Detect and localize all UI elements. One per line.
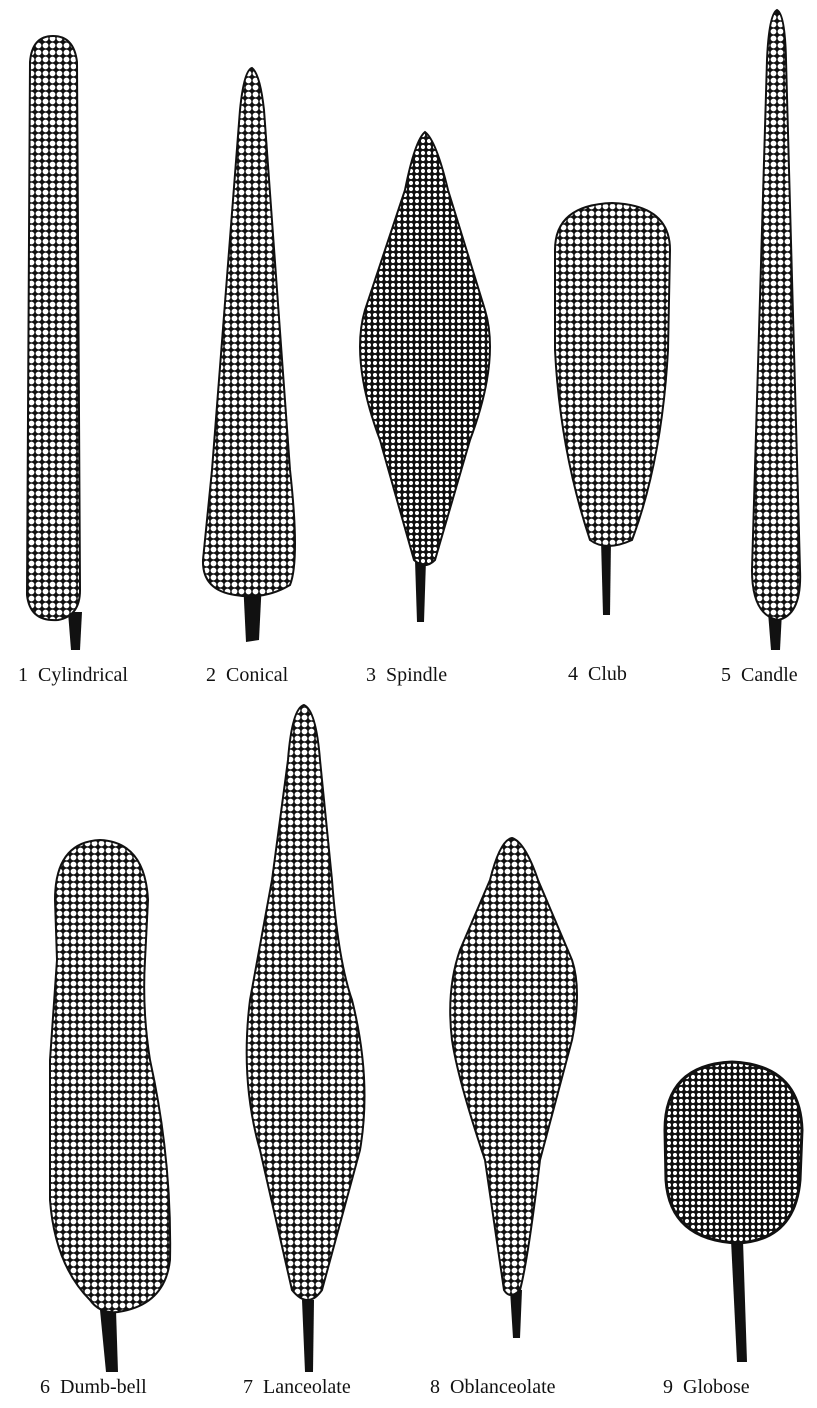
label-cylindrical: 1 Cylindrical bbox=[18, 663, 128, 687]
spadix-oblanceolate bbox=[450, 838, 577, 1338]
spadix-body bbox=[360, 132, 490, 565]
stalk bbox=[100, 1310, 118, 1372]
spadix-dumb-bell bbox=[50, 840, 170, 1372]
specimen-name: Dumb-bell bbox=[60, 1376, 147, 1398]
spadix-body bbox=[450, 838, 577, 1295]
specimen-name: Lanceolate bbox=[263, 1376, 351, 1398]
spadix-body bbox=[203, 68, 295, 596]
spadix-club bbox=[555, 203, 670, 615]
specimen-name: Cylindrical bbox=[38, 664, 128, 686]
specimen-name: Club bbox=[588, 663, 627, 685]
specimen-name: Globose bbox=[683, 1376, 750, 1398]
stalk bbox=[510, 1290, 522, 1338]
specimen-number: 8 bbox=[430, 1376, 440, 1398]
spadix-spindle bbox=[360, 132, 490, 622]
spadix-conical bbox=[203, 68, 295, 642]
specimen-name: Conical bbox=[226, 664, 288, 686]
spadix-body bbox=[555, 203, 670, 546]
spadix-body bbox=[27, 36, 80, 620]
label-globose: 9 Globose bbox=[663, 1375, 750, 1399]
label-dumb-bell: 6 Dumb-bell bbox=[40, 1375, 147, 1399]
spadix-body bbox=[665, 1062, 802, 1243]
specimen-number: 9 bbox=[663, 1376, 673, 1398]
specimen-number: 5 bbox=[721, 664, 731, 686]
label-conical: 2 Conical bbox=[206, 663, 288, 687]
stalk bbox=[68, 612, 82, 650]
specimen-number: 7 bbox=[243, 1376, 253, 1398]
specimen-name: Candle bbox=[741, 664, 798, 686]
label-spindle: 3 Spindle bbox=[366, 663, 447, 687]
stalk bbox=[302, 1300, 314, 1372]
specimen-name: Oblanceolate bbox=[450, 1376, 556, 1398]
specimen-number: 3 bbox=[366, 664, 376, 686]
stalk bbox=[731, 1240, 747, 1362]
stalk bbox=[415, 560, 426, 622]
specimen-name: Spindle bbox=[386, 664, 447, 686]
spadix-body bbox=[247, 705, 365, 1300]
spadix-body bbox=[50, 840, 170, 1312]
spadix-lanceolate bbox=[247, 705, 365, 1372]
spadix-globose bbox=[665, 1062, 802, 1362]
label-candle: 5 Candle bbox=[721, 663, 798, 687]
specimen-number: 1 bbox=[18, 664, 28, 686]
label-lanceolate: 7 Lanceolate bbox=[243, 1375, 351, 1399]
specimen-number: 4 bbox=[568, 663, 578, 685]
spadix-candle bbox=[752, 10, 800, 650]
label-oblanceolate: 8 Oblanceolate bbox=[430, 1375, 556, 1399]
spadix-cylindrical bbox=[27, 36, 82, 650]
stalk bbox=[601, 540, 611, 615]
specimen-number: 2 bbox=[206, 664, 216, 686]
label-club: 4 Club bbox=[568, 662, 627, 686]
spadix-body bbox=[752, 10, 800, 620]
specimen-number: 6 bbox=[40, 1376, 50, 1398]
